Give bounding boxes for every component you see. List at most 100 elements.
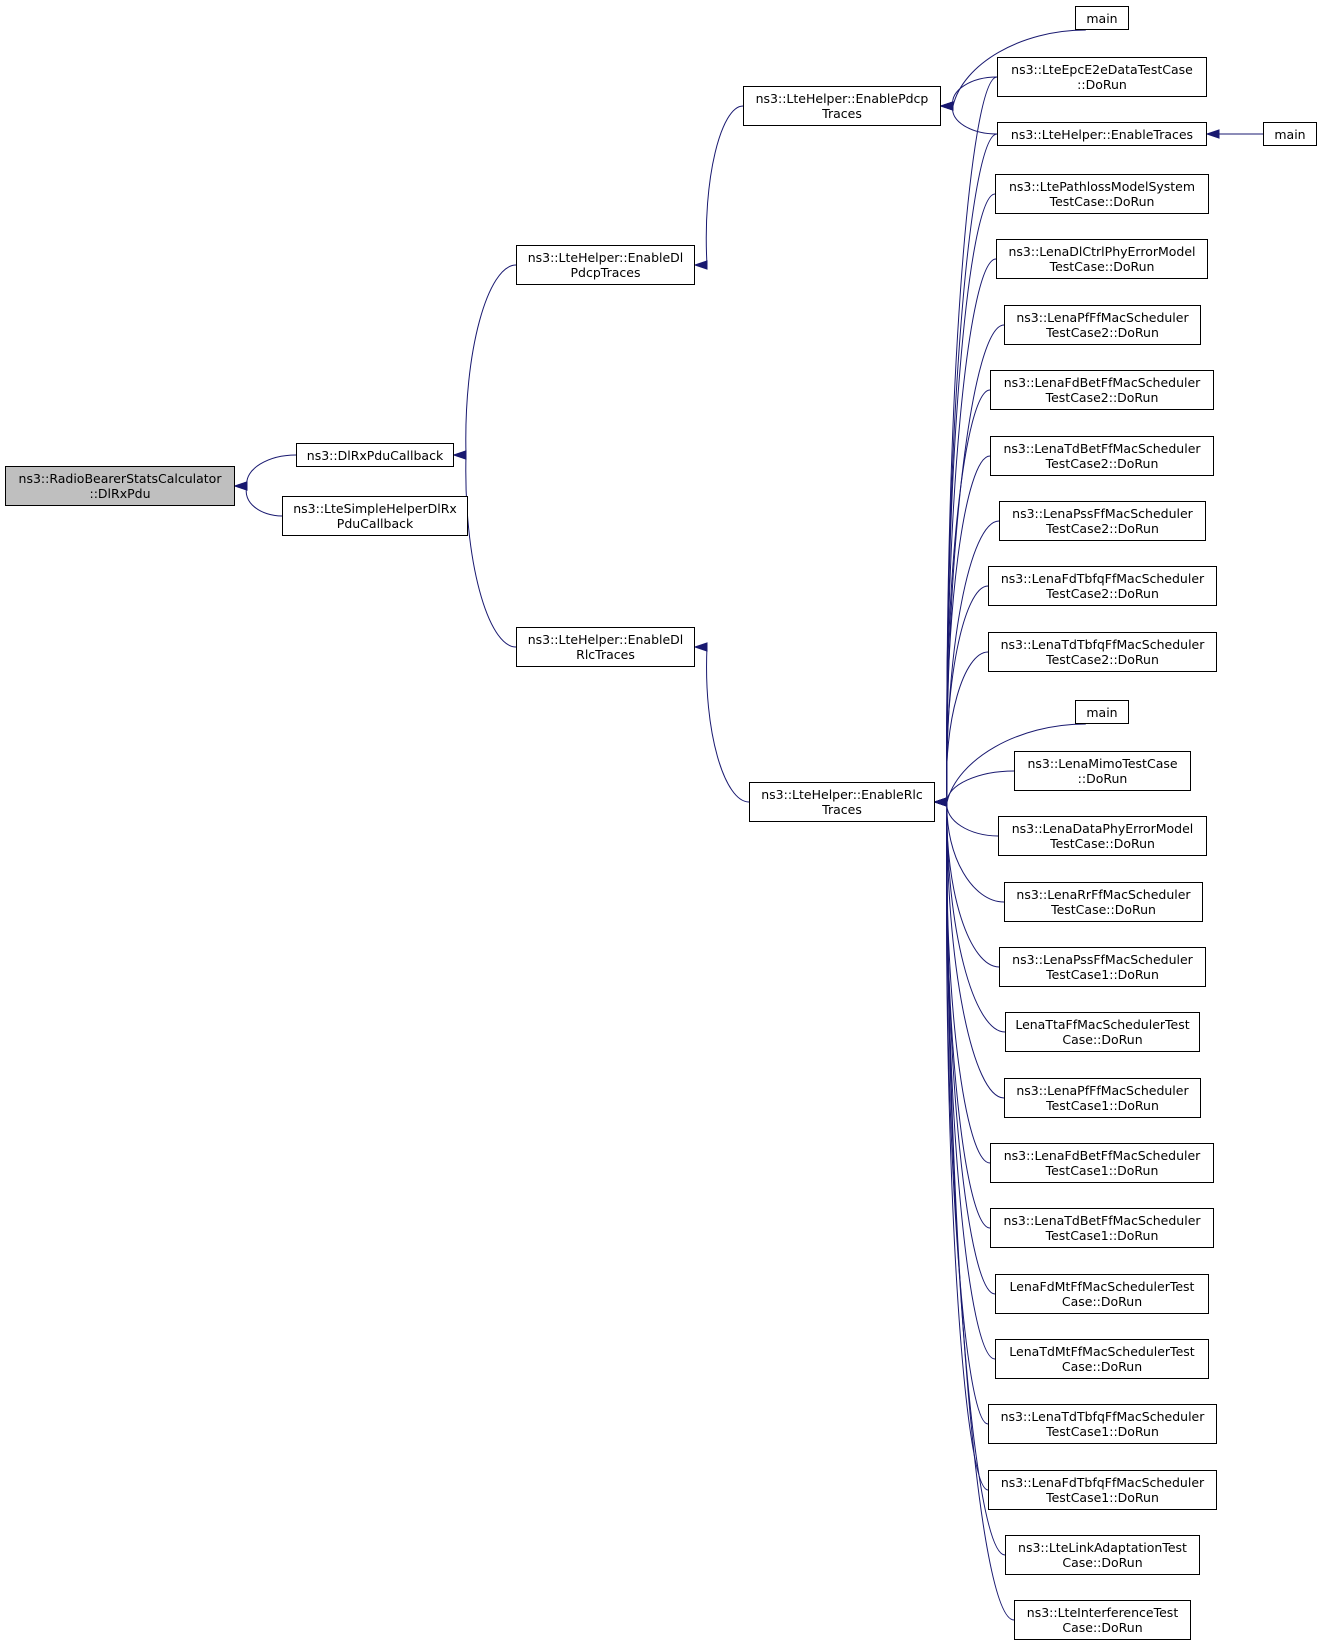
node-line: main xyxy=(1086,10,1118,26)
node-line: ns3::LteHelper::EnableDl xyxy=(527,250,684,265)
node-ltelinkadaptationtestcase-dorun[interactable]: ns3::LteLinkAdaptationTest Case::DoRun xyxy=(1005,1535,1200,1575)
node-lenadlctrlphyerrormodeltestcase-dorun[interactable]: ns3::LenaDlCtrlPhyErrorModel TestCase::D… xyxy=(996,239,1208,279)
node-lenapssffmacschedulertestcase1-dorun[interactable]: ns3::LenaPssFfMacScheduler TestCase1::Do… xyxy=(999,947,1206,987)
call-edge xyxy=(946,801,999,837)
node-lenatdbetffmacschedulertestcase1-dorun[interactable]: ns3::LenaTdBetFfMacScheduler TestCase1::… xyxy=(990,1208,1214,1248)
arrowhead xyxy=(233,481,248,491)
arrowhead xyxy=(693,642,708,652)
node-line: TestCase2::DoRun xyxy=(1045,456,1159,471)
node-lenafdbetffmacschedulertestcase2-dorun[interactable]: ns3::LenaFdBetFfMacScheduler TestCase2::… xyxy=(990,370,1214,410)
node-line: Case::DoRun xyxy=(1062,1555,1143,1570)
node-main-right[interactable]: main xyxy=(1263,122,1317,146)
node-lenatdmtffmacschedulertestcase-dorun[interactable]: LenaTdMtFfMacSchedulerTest Case::DoRun xyxy=(995,1339,1209,1379)
node-lteinterferencetestcase-dorun[interactable]: ns3::LteInterferenceTest Case::DoRun xyxy=(1014,1600,1191,1640)
node-line: TestCase2::DoRun xyxy=(1046,586,1159,601)
node-lenatdtbfqffmacschedulertestcase1-dorun[interactable]: ns3::LenaTdTbfqFfMacScheduler TestCase1:… xyxy=(988,1404,1217,1444)
node-line: ns3::LenaFdTbfqFfMacScheduler xyxy=(1000,571,1205,586)
node-line: ns3::LenaFdTbfqFfMacScheduler xyxy=(1000,1475,1205,1490)
node-line: TestCase::DoRun xyxy=(1049,194,1155,209)
node-line: ::DoRun xyxy=(1077,771,1128,786)
call-edge xyxy=(946,455,991,803)
node-lenafdmtffmacschedulertestcase-dorun[interactable]: LenaFdMtFfMacSchedulerTest Case::DoRun xyxy=(995,1274,1209,1314)
node-enabledlrlctraces[interactable]: ns3::LteHelper::EnableDl RlcTraces xyxy=(516,627,695,667)
node-line: ns3::LenaPfFfMacScheduler xyxy=(1016,1083,1189,1098)
node-lenafdbetffmacschedulertestcase1-dorun[interactable]: ns3::LenaFdBetFfMacScheduler TestCase1::… xyxy=(990,1143,1214,1183)
node-line: Traces xyxy=(822,106,862,121)
node-ltesimplehelperdlrxpducallback[interactable]: ns3::LteSimpleHelperDlRx PduCallback xyxy=(282,496,468,536)
node-enablerlctraces[interactable]: ns3::LteHelper::EnableRlc Traces xyxy=(749,782,935,822)
call-edge xyxy=(946,651,989,803)
node-lenatdbetffmacschedulertestcase2-dorun[interactable]: ns3::LenaTdBetFfMacScheduler TestCase2::… xyxy=(990,436,1214,476)
node-line: ns3::LenaPfFfMacScheduler xyxy=(1016,310,1189,325)
node-lenatdtbfqffmacschedulertestcase2-dorun[interactable]: ns3::LenaTdTbfqFfMacScheduler TestCase2:… xyxy=(988,632,1217,672)
node-line: LenaFdMtFfMacSchedulerTest xyxy=(1009,1279,1195,1294)
node-line: Case::DoRun xyxy=(1061,1359,1143,1374)
node-enabletraces[interactable]: ns3::LteHelper::EnableTraces xyxy=(997,122,1207,146)
call-edge xyxy=(946,801,1006,1033)
node-line: ns3::LteHelper::EnableDl xyxy=(527,632,684,647)
arrowhead xyxy=(939,101,954,111)
node-ltepathlossmodelsystemtestcase-dorun[interactable]: ns3::LtePathlossModelSystem TestCase::Do… xyxy=(995,174,1209,214)
node-line: ns3::LenaDlCtrlPhyErrorModel xyxy=(1008,244,1196,259)
node-line: ns3::LtePathlossModelSystem xyxy=(1008,179,1196,194)
node-line: TestCase::DoRun xyxy=(1050,836,1155,851)
node-lenafdtbfqffmacschedulertestcase1-dorun[interactable]: ns3::LenaFdTbfqFfMacScheduler TestCase1:… xyxy=(988,1470,1217,1510)
node-radiobearerstatscalculator-dlrxpdu: ns3::RadioBearerStatsCalculator ::DlRxPd… xyxy=(5,466,235,506)
node-line: ns3::LteHelper::EnableTraces xyxy=(1010,126,1194,142)
node-lenarrffmacschedulertestcase-dorun[interactable]: ns3::LenaRrFfMacScheduler TestCase::DoRu… xyxy=(1004,882,1203,922)
call-edge xyxy=(952,29,1086,107)
node-lenapssffmacschedulertestcase2-dorun[interactable]: ns3::LenaPssFfMacScheduler TestCase2::Do… xyxy=(999,501,1206,541)
node-line: ns3::LenaRrFfMacScheduler xyxy=(1016,887,1191,902)
call-edge xyxy=(946,801,1015,1621)
node-line: TestCase::DoRun xyxy=(1051,902,1156,917)
node-line: ns3::LteInterferenceTest xyxy=(1026,1605,1179,1620)
node-line: ns3::LenaTdBetFfMacScheduler xyxy=(1003,441,1201,456)
node-line: ns3::LteHelper::EnableRlc xyxy=(761,787,923,802)
node-lteepce2edatatestcase-dorun[interactable]: ns3::LteEpcE2eDataTestCase ::DoRun xyxy=(997,57,1207,97)
node-line: TestCase2::DoRun xyxy=(1046,521,1159,536)
node-line: ns3::LteEpcE2eDataTestCase xyxy=(1011,62,1193,77)
node-line: ::DlRxPdu xyxy=(89,486,151,501)
call-edge xyxy=(946,520,1000,803)
node-lenadataphyerrormodeltestcase-dorun[interactable]: ns3::LenaDataPhyErrorModel TestCase::DoR… xyxy=(998,816,1207,856)
node-line: Case::DoRun xyxy=(1062,1620,1143,1635)
node-lenafdtbfqffmacschedulertestcase2-dorun[interactable]: ns3::LenaFdTbfqFfMacScheduler TestCase2:… xyxy=(988,566,1217,606)
node-line: ns3::LteLinkAdaptationTest xyxy=(1018,1540,1187,1555)
call-edge xyxy=(946,723,1086,803)
node-lenamimotestcase-dorun[interactable]: ns3::LenaMimoTestCase ::DoRun xyxy=(1014,751,1191,791)
node-enabledlpdcptraces[interactable]: ns3::LteHelper::EnableDl PdcpTraces xyxy=(516,245,695,285)
node-line: TestCase1::DoRun xyxy=(1045,1228,1159,1243)
node-line: LenaTdMtFfMacSchedulerTest xyxy=(1009,1344,1195,1359)
call-edge xyxy=(946,585,989,803)
arrowhead xyxy=(452,450,467,460)
node-line: LenaTtaFfMacSchedulerTest xyxy=(1015,1017,1190,1032)
call-edge xyxy=(246,454,297,487)
call-edge xyxy=(946,801,996,1295)
node-line: Traces xyxy=(822,802,862,817)
node-lenapfffmacschedulertestcase2-dorun[interactable]: ns3::LenaPfFfMacScheduler TestCase2::DoR… xyxy=(1004,305,1201,345)
node-line: ns3::LenaDataPhyErrorModel xyxy=(1011,821,1194,836)
node-line: TestCase1::DoRun xyxy=(1045,1163,1159,1178)
node-lenattaffmacschedulertestcase-dorun[interactable]: LenaTtaFfMacSchedulerTest Case::DoRun xyxy=(1005,1012,1200,1052)
node-line: ns3::LenaMimoTestCase xyxy=(1027,756,1178,771)
call-edge xyxy=(705,105,744,266)
node-line: ns3::LenaPssFfMacScheduler xyxy=(1012,952,1193,967)
call-edge xyxy=(946,801,1000,968)
call-edge xyxy=(952,105,998,135)
node-main-top[interactable]: main xyxy=(1075,6,1129,30)
node-line: TestCase1::DoRun xyxy=(1046,1424,1159,1439)
node-main-mid[interactable]: main xyxy=(1075,700,1129,724)
node-line: ns3::DlRxPduCallback xyxy=(306,447,444,463)
arrowhead xyxy=(1205,129,1220,139)
call-edge xyxy=(946,801,1005,903)
node-enablepdcptraces[interactable]: ns3::LteHelper::EnablePdcp Traces xyxy=(743,86,941,126)
node-dlrxpducallback[interactable]: ns3::DlRxPduCallback xyxy=(296,443,454,467)
node-lenapfffmacschedulertestcase1-dorun[interactable]: ns3::LenaPfFfMacScheduler TestCase1::DoR… xyxy=(1004,1078,1201,1118)
call-edge xyxy=(946,770,1015,803)
call-edge xyxy=(465,454,517,648)
node-line: ns3::LenaFdBetFfMacScheduler xyxy=(1003,1148,1201,1163)
arrowhead xyxy=(693,260,708,270)
call-edge xyxy=(465,264,517,456)
node-line: main xyxy=(1274,126,1306,142)
